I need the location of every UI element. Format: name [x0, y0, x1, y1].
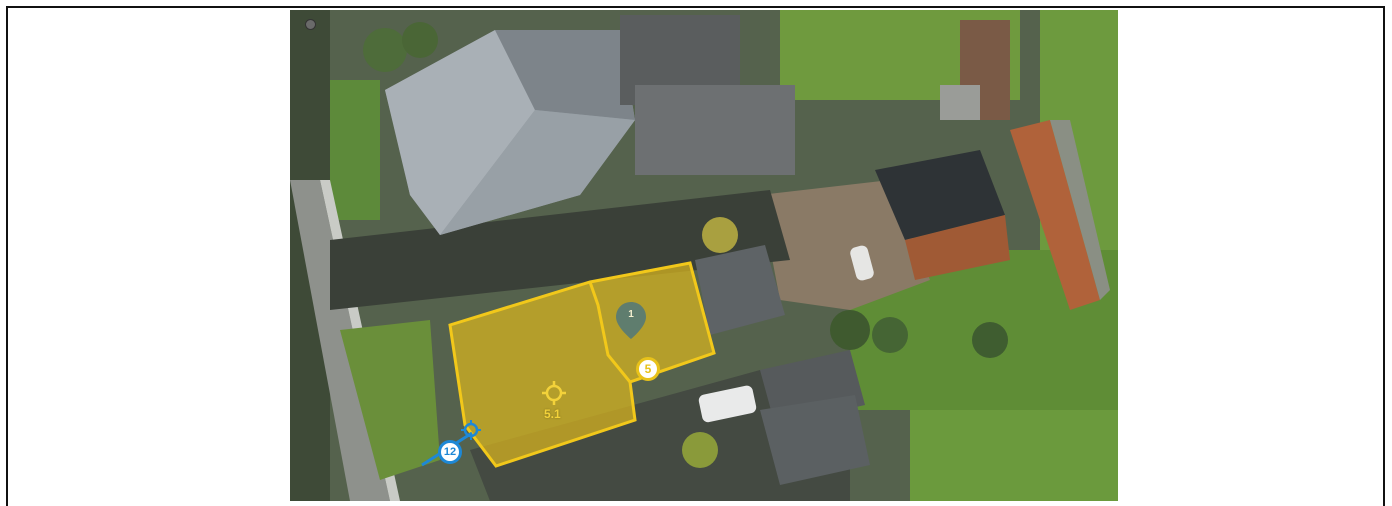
satellite-map[interactable]: 1 5 5.1 12 — [290, 10, 1118, 501]
segment-badge[interactable]: 5 — [636, 357, 660, 381]
location-pin-icon[interactable] — [616, 302, 646, 339]
pin-label: 1 — [628, 309, 634, 320]
viewport-frame — [6, 6, 1385, 506]
map-corner-dot-icon — [305, 19, 316, 30]
centroid-label: 5.1 — [544, 407, 561, 421]
map-imagery — [290, 10, 1118, 501]
roof-segment-divider — [588, 281, 632, 383]
centroid-crosshair-icon[interactable] — [542, 381, 566, 405]
edge-badge[interactable]: 12 — [438, 440, 462, 464]
edge-crosshair-icon[interactable] — [461, 420, 481, 440]
